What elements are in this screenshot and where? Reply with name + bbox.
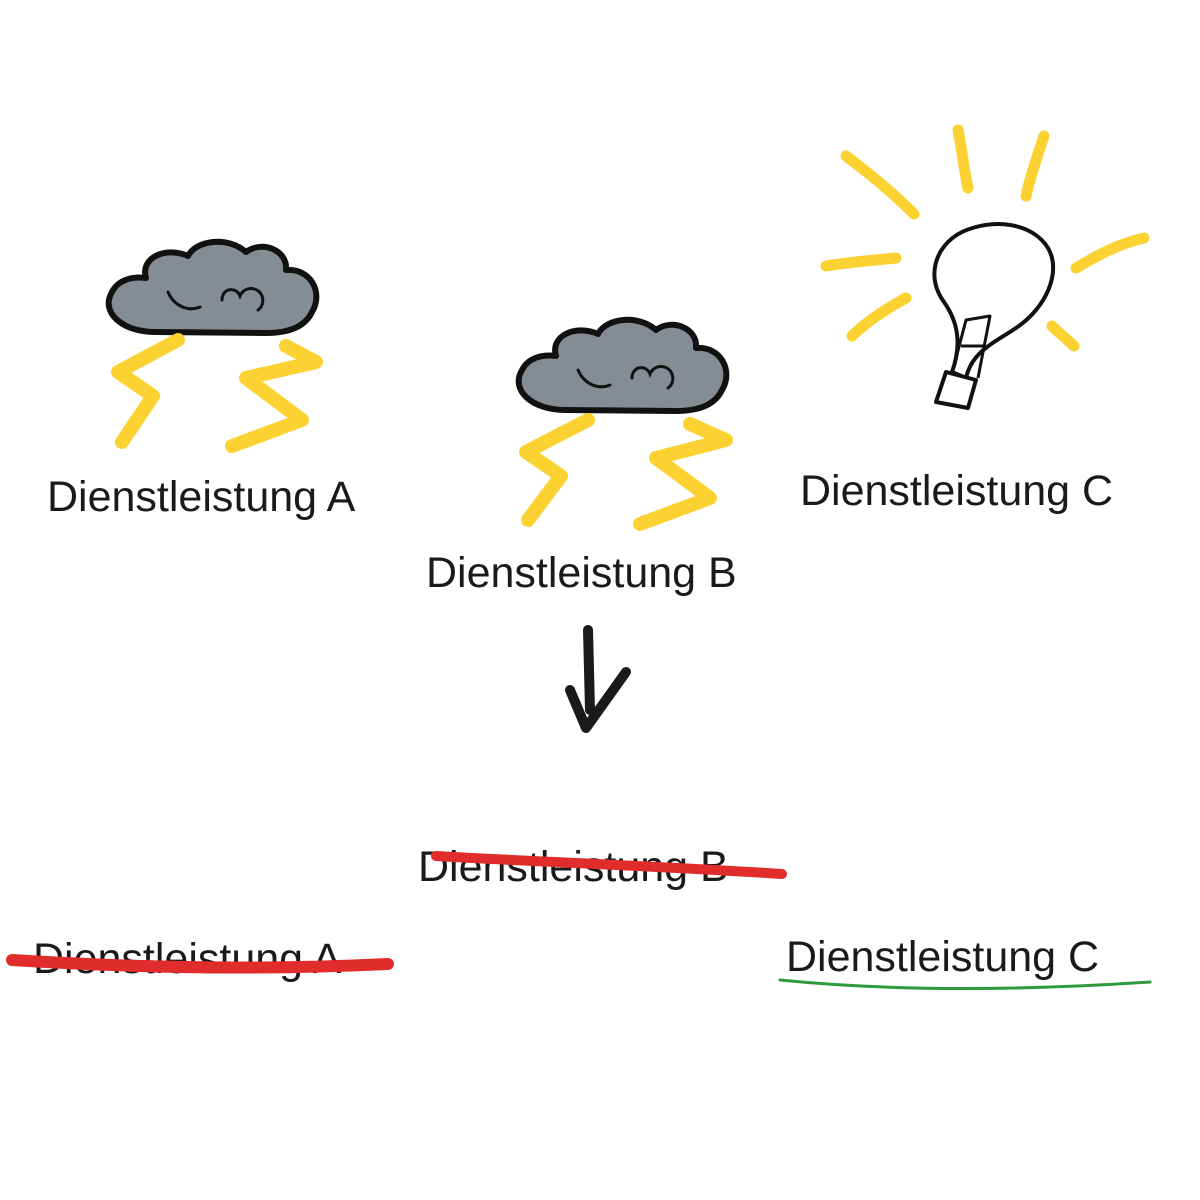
arrow-down-icon (565, 625, 631, 733)
service-label-b: Dienstleistung B (426, 549, 737, 597)
service-label-c: Dienstleistung C (800, 467, 1114, 515)
storm-cloud-icon (515, 316, 733, 531)
light-bulb-icon (820, 124, 1150, 410)
result-label-a-struck: Dienstleistung A (33, 935, 342, 983)
service-label-a: Dienstleistung A (47, 473, 356, 521)
result-label-c-underlined: Dienstleistung C (786, 933, 1100, 981)
storm-cloud-icon (105, 238, 323, 453)
result-label-b-struck: Dienstleistung B (418, 843, 729, 891)
